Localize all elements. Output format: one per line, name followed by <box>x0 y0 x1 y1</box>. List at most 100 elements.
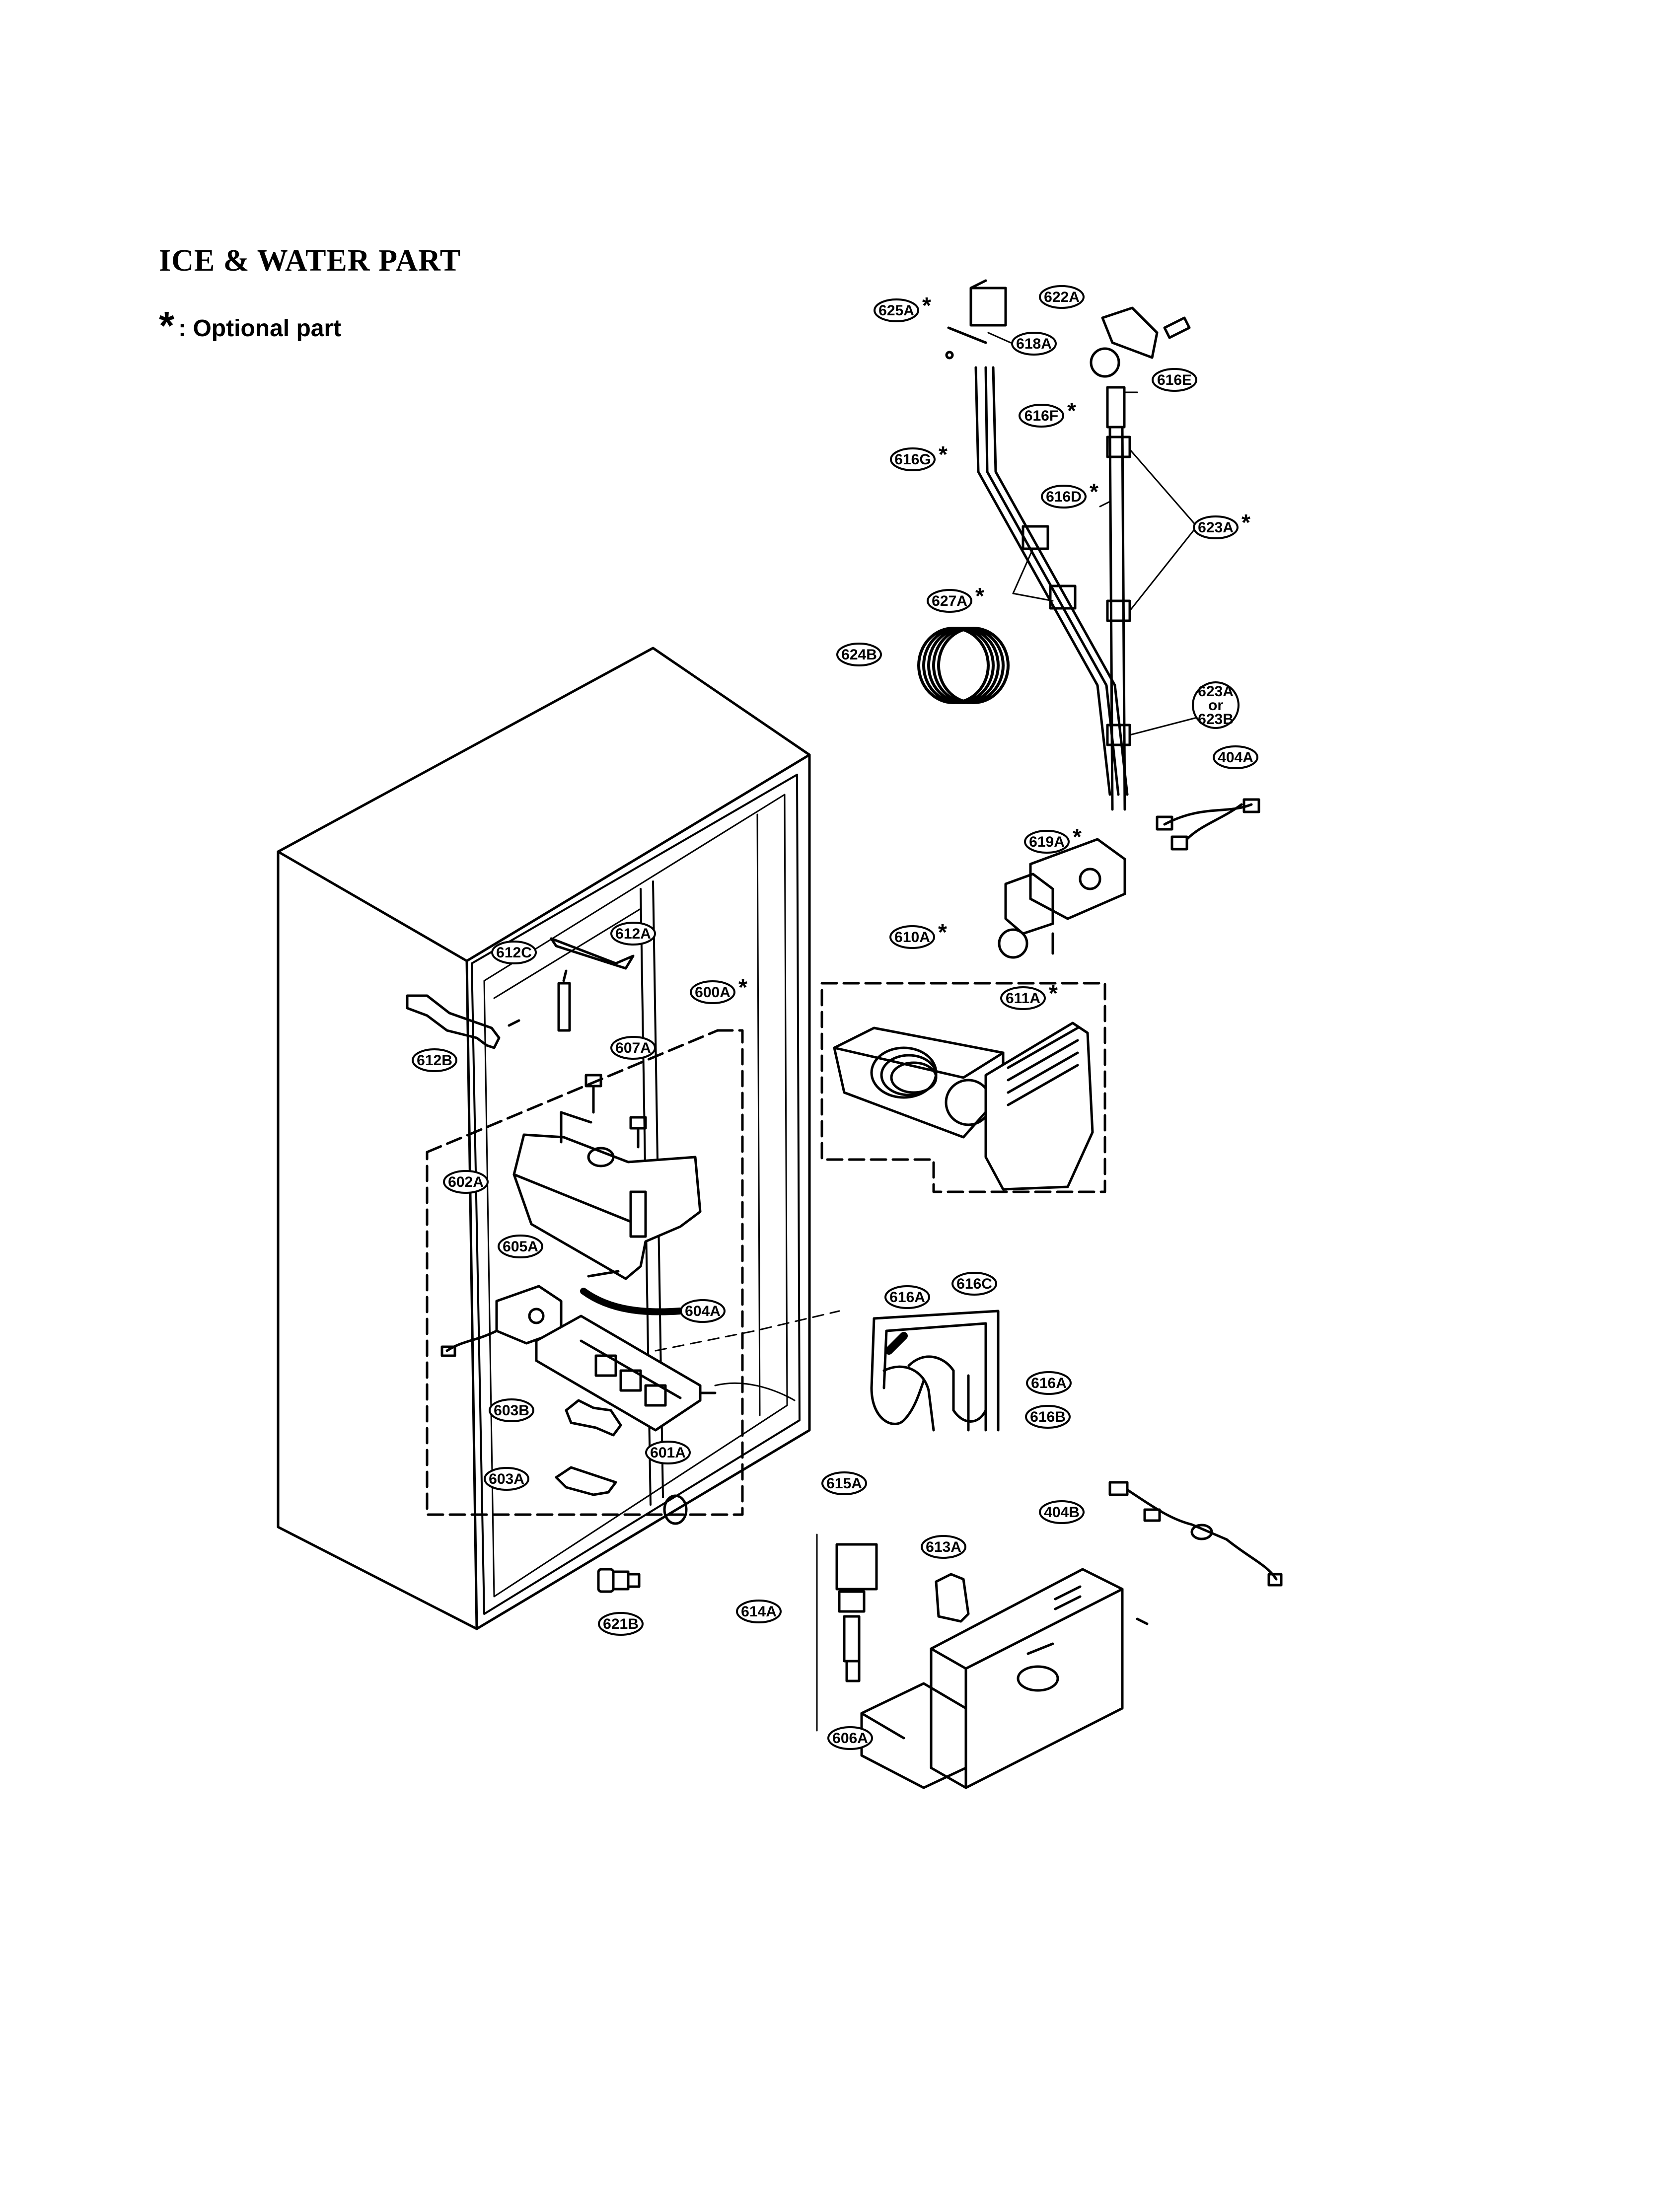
callout-label: 615A <box>826 1475 862 1492</box>
callout-label: 616C <box>956 1276 992 1292</box>
optional-star-symbol: * <box>159 303 175 348</box>
callout-label: 616A <box>889 1289 925 1306</box>
optional-star-marker: * <box>938 919 947 945</box>
callout-616c: 616C <box>951 1272 997 1296</box>
callout-610a: 610A * <box>889 919 947 949</box>
callout-label: 622A <box>1044 289 1080 305</box>
callout-bubble <box>1192 681 1240 729</box>
part-603b <box>565 1399 622 1437</box>
callout-bubble <box>1039 285 1085 309</box>
callout-404a: 404A <box>1213 745 1258 769</box>
callout-label: 606A <box>832 1730 868 1747</box>
callout-619a: 619A * <box>1024 824 1082 854</box>
callout-label: 624B <box>841 647 877 663</box>
callout-618a: 618A <box>1011 332 1057 356</box>
callout-bubble <box>1213 745 1258 769</box>
tube-616d <box>1106 426 1131 811</box>
callout-605a: 605A <box>498 1235 543 1258</box>
callout-label: 616B <box>1030 1409 1066 1425</box>
callout-bubble <box>1024 830 1070 854</box>
callout-603a: 603A <box>484 1467 529 1491</box>
tubing-coil-624b <box>917 627 1010 704</box>
callout-bubble <box>1019 404 1064 428</box>
callout-bubble <box>412 1048 457 1072</box>
housing-602a <box>512 1111 702 1280</box>
callout-label: 603A <box>489 1471 524 1487</box>
optional-star-marker: * <box>1090 479 1098 505</box>
callout-bubble <box>1025 1405 1071 1429</box>
callout-621b: 621B <box>598 1612 644 1636</box>
callout-612b: 612B <box>412 1048 457 1072</box>
callout-bubble <box>821 1471 867 1495</box>
callout-label: 607A <box>615 1040 651 1056</box>
callout-404b: 404B <box>1039 1500 1085 1524</box>
callout-label: 616D <box>1046 489 1082 505</box>
callout-600a: 600A* <box>690 974 747 1004</box>
callout-623a: 623A * <box>1193 510 1250 539</box>
callout-label: 610A <box>894 929 930 946</box>
callout-label: 616F <box>1024 408 1058 424</box>
callout-616f: 616F * <box>1019 398 1076 428</box>
optional-star-marker: * <box>922 292 931 318</box>
callout-label: 616G <box>894 451 931 468</box>
callout-616d: 616D * <box>1041 479 1098 509</box>
callout-616g: 616G * <box>890 441 948 471</box>
callout-607a: 607A <box>610 1036 656 1060</box>
callout-601a: 601A <box>645 1441 691 1464</box>
callout-label: 623B <box>1198 711 1234 728</box>
callout-label: 611A <box>1006 990 1040 1007</box>
callout-bubble <box>489 1398 534 1422</box>
callout-612a: 612A <box>610 922 656 946</box>
ice-maker-assembly-box <box>820 982 1106 1193</box>
callout-bubble <box>1000 986 1046 1010</box>
callout-bubble <box>598 1612 644 1636</box>
optional-star-marker: * <box>1067 398 1076 424</box>
callout-label: 623A <box>1198 519 1234 536</box>
callout-bubble <box>1193 515 1239 539</box>
callout-616e: 616E <box>1152 368 1197 392</box>
water-tubes-616fg <box>974 366 1129 796</box>
callout-616a: 616A <box>884 1285 930 1309</box>
callout-layer: 625A* 622A 618A 616E 616F * 616G * 616D * 623A * 627… <box>412 285 1258 1750</box>
optional-star-marker: * <box>1242 510 1250 535</box>
callout-label: 600A <box>695 984 730 1001</box>
optional-star-marker: * <box>939 441 948 467</box>
callout-bubble <box>921 1535 966 1559</box>
optional-star-marker: * <box>1049 980 1058 1006</box>
legend-text: : Optional part <box>178 315 342 342</box>
callout-bubble <box>484 1467 529 1491</box>
callout-604a: 604A <box>680 1299 726 1323</box>
callout-615a: 615A <box>821 1471 867 1495</box>
callout-625a: 625A* <box>874 292 931 322</box>
callout-label: 404B <box>1044 1504 1080 1521</box>
cover-611a <box>984 1021 1094 1191</box>
callout-bubble <box>927 589 972 613</box>
callout-label: 619A <box>1029 834 1065 850</box>
callout-bubble <box>491 941 537 964</box>
page-title: ICE & WATER PART <box>159 244 461 278</box>
fitting-621b <box>597 1568 641 1593</box>
tray-601a <box>535 1314 717 1432</box>
callout-bubble <box>645 1441 691 1464</box>
callout-bubble <box>951 1272 997 1296</box>
callout-bubble <box>1041 485 1087 509</box>
callout-bubble <box>680 1299 726 1323</box>
callout-label: 621B <box>603 1616 639 1632</box>
callout-622a: 622A <box>1039 285 1085 309</box>
lever-612b <box>406 994 520 1049</box>
callout-label: 404A <box>1218 749 1253 766</box>
bracket-612 <box>550 937 635 1032</box>
callout-label: 613A <box>926 1539 961 1555</box>
optional-star-marker: * <box>1073 824 1082 850</box>
callout-627a: 627A* <box>927 583 984 613</box>
callout-616a: 616A <box>1026 1371 1072 1395</box>
callout-bubble <box>874 298 919 322</box>
control-box-606a <box>860 1568 1149 1789</box>
callout-bubble <box>836 643 882 666</box>
callout-label: 614A <box>741 1604 777 1620</box>
callout-label: 627A <box>932 593 967 609</box>
ice-maker-610a <box>833 1026 1005 1139</box>
